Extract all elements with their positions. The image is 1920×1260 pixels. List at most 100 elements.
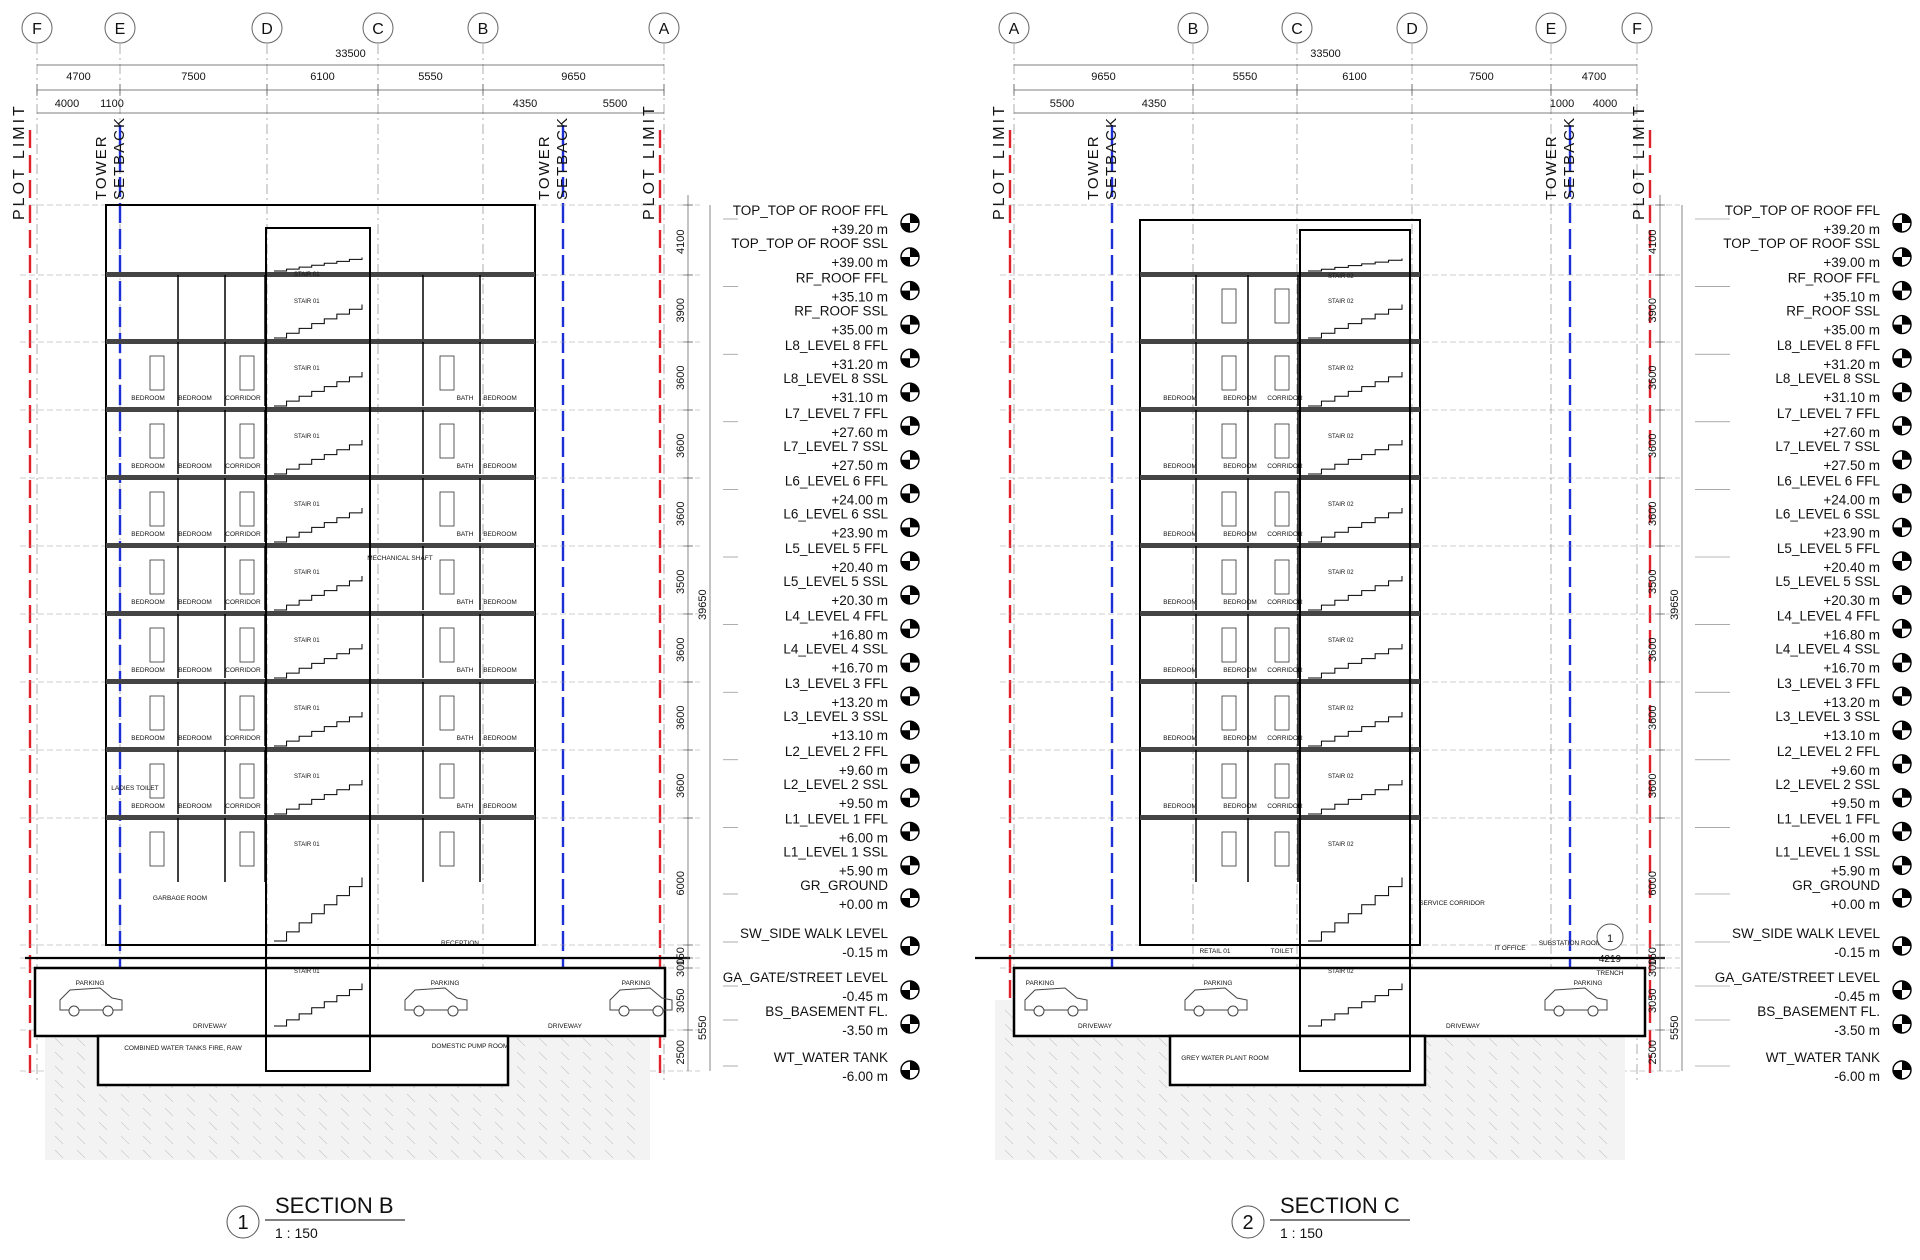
section-b-stair-flight — [274, 508, 363, 543]
section-c-level-marker — [1892, 551, 1912, 571]
section-c-dim-row1-0: 9650 — [1091, 71, 1115, 83]
section-b-soil-hatch — [604, 1107, 614, 1117]
section-c-stair-flight — [1308, 712, 1403, 747]
section-b-floor-slab — [106, 407, 535, 412]
section-b-lower-basement — [96, 1034, 510, 1087]
section-b-level-marker-q1 — [910, 214, 919, 223]
section-c-soil-hatch — [1532, 1135, 1542, 1145]
section-b-grid-label-e-bubble — [104, 12, 136, 44]
section-b-level-marker-q1 — [910, 450, 919, 460]
section-b-soil-hatch — [384, 1121, 394, 1131]
section-c-soil-hatch — [1070, 1079, 1080, 1089]
section-c-soil-hatch — [1246, 1121, 1256, 1131]
section-b-basement-label-parking: PARKING — [622, 980, 651, 987]
section-c-soil-hatch — [1246, 1093, 1256, 1103]
section-b-soil-hatch — [428, 1149, 438, 1159]
section-b-door — [439, 559, 455, 595]
section-b-soil-hatch — [384, 1135, 394, 1145]
section-c-level-marker-q1 — [1902, 822, 1911, 832]
section-b-soil-hatch — [54, 1051, 64, 1061]
section-c-soil-hatch — [1510, 1121, 1520, 1131]
section-b-soil-hatch — [340, 1149, 350, 1159]
section-c-level-tag-value: +39.20 m — [1823, 222, 1880, 237]
section-c-soil-hatch — [1290, 1093, 1300, 1103]
section-b-soil-hatch — [76, 1149, 86, 1159]
section-c-soil-hatch — [1224, 1149, 1234, 1159]
section-b-soil-hatch — [516, 1093, 526, 1103]
section-c-level-marker-q1 — [1902, 518, 1911, 528]
section-c-door — [1221, 831, 1237, 867]
section-b-dim-row2-0: 4000 — [55, 98, 79, 110]
section-c-ground-label-service_corridor: SERVICE CORRIDOR — [1419, 900, 1485, 907]
section-c-soil-hatch — [1004, 1121, 1014, 1131]
section-b-room-label-bedroom: BEDROOM — [483, 463, 517, 470]
section-b-soil-hatch — [428, 1121, 438, 1131]
section-b-soil-hatch — [296, 1149, 306, 1159]
section-b-level-marker-q1 — [910, 653, 919, 663]
section-c-grid-label-f: F — [1632, 21, 1642, 38]
section-c-soil-hatch — [1070, 1093, 1080, 1103]
section-b-level-marker-q3 — [901, 358, 910, 368]
section-c-soil-hatch — [1444, 1149, 1454, 1159]
section-c-level-tag-name: L7_LEVEL 7 SSL — [1775, 439, 1880, 454]
section-b-basement-label-parking: PARKING — [76, 980, 105, 987]
section-c-level-marker-q1 — [1902, 586, 1911, 595]
section-b-soil-hatch — [604, 1093, 614, 1103]
section-b-car-wheel — [102, 1005, 114, 1017]
section-c-level-marker-q1 — [1902, 315, 1911, 325]
section-b-soil-hatch — [560, 1135, 570, 1145]
section-b-level-marker-q1 — [910, 518, 919, 528]
section-c-level-tag-name: L8_LEVEL 8 FFL — [1777, 338, 1881, 353]
section-c-soil-hatch — [1444, 1107, 1454, 1117]
section-c-level-tag-name: L3_LEVEL 3 SSL — [1775, 709, 1880, 724]
section-b-level-tag-value: -3.50 m — [842, 1023, 888, 1038]
section-c-soil-hatch — [1114, 1149, 1124, 1159]
section-c-soil-hatch — [1004, 1135, 1014, 1145]
section-b-soil-hatch — [516, 1065, 526, 1075]
section-b-soil-hatch — [76, 1037, 86, 1047]
section-c-level-marker-q3 — [1893, 324, 1902, 334]
section-b-soil-hatch — [362, 1107, 372, 1117]
section-b-level-marker-q3 — [901, 392, 910, 402]
section-b-level-marker-q3 — [901, 527, 910, 537]
section-b-soil-hatch — [76, 1065, 86, 1075]
section-b-door — [239, 627, 255, 663]
section-c-level-marker-q3 — [1893, 628, 1902, 638]
section-c-soil-hatch — [1114, 1051, 1124, 1061]
section-c-soil-hatch — [1092, 1051, 1102, 1061]
section-b-grid-label-c-bubble — [362, 12, 394, 44]
section-c-plot-limit-label: PLOT LIMIT — [991, 103, 1008, 220]
section-b-soil-hatch — [582, 1065, 592, 1075]
section-c-level-tag-name: L2_LEVEL 2 FFL — [1777, 744, 1881, 759]
section-c-soil-hatch — [1510, 1093, 1520, 1103]
section-b-soil-hatch — [538, 1037, 548, 1047]
section-c-level-tag-value: +24.00 m — [1823, 492, 1880, 507]
section-b-level-marker-q1 — [910, 315, 919, 325]
section-b-level-marker-q3 — [901, 898, 910, 907]
section-b-soil-hatch — [120, 1121, 130, 1131]
section-b-room-label-corridor: CORRIDOR — [225, 667, 261, 674]
section-b-level-tag-name: L1_LEVEL 1 SSL — [783, 844, 888, 859]
section-c-stair-core — [1299, 229, 1411, 1072]
section-c-soil-hatch — [1070, 1149, 1080, 1159]
section-b-stair-flight — [274, 712, 363, 747]
section-c-soil-hatch — [1378, 1135, 1388, 1145]
section-b-soil-hatch — [626, 1121, 636, 1131]
section-b-ground-label-shaft: MECHANICAL SHAFT — [367, 555, 433, 562]
section-b-soil-hatch — [560, 1065, 570, 1075]
section-b-car-wheel — [652, 1005, 664, 1017]
section-b-grid-label-b: B — [478, 21, 489, 38]
section-b-grid-label-a: A — [659, 21, 670, 38]
section-b-soil-hatch — [560, 1079, 570, 1089]
section-b-soil-hatch — [186, 1149, 196, 1159]
section-c-level-marker-q1 — [1902, 721, 1911, 731]
section-b-dim-row2-2: 4350 — [513, 98, 537, 110]
section-b-stair-flight — [274, 780, 363, 815]
section-c-level-tag-value: +13.10 m — [1823, 728, 1880, 743]
section-c-level-tag-value: +23.90 m — [1823, 525, 1880, 540]
section-b-soil-hatch — [76, 1135, 86, 1145]
section-c-soil-hatch — [1334, 1107, 1344, 1117]
section-b-level-marker — [900, 551, 920, 571]
section-c-soil-hatch — [1312, 1121, 1322, 1131]
section-b-stair-label: STAIR 01 — [294, 299, 320, 305]
